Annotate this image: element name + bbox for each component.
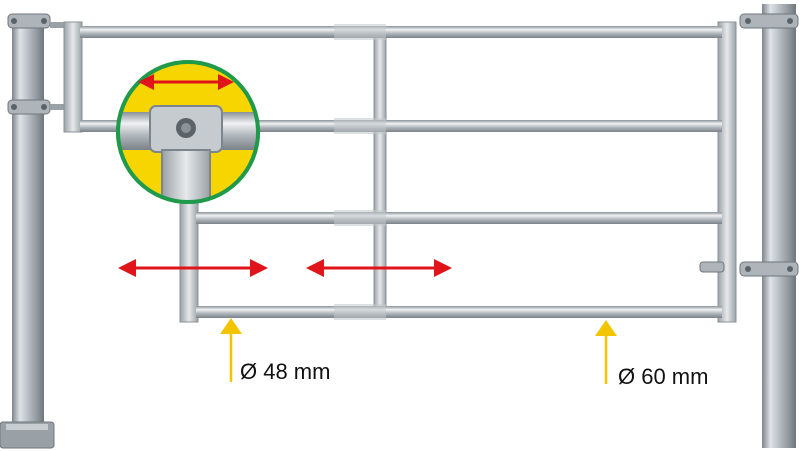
left-post	[0, 14, 55, 449]
measure-arrow-icon	[595, 320, 617, 384]
right-post	[762, 4, 796, 448]
post-clamps	[7, 13, 799, 277]
extend-arrow-icon	[118, 259, 268, 277]
measure-arrow-icon	[220, 318, 242, 382]
gate-frame	[63, 21, 737, 323]
small-diameter-label: Ø 48 mm	[240, 359, 331, 384]
detail-inset	[116, 60, 260, 204]
extend-arrow-icon	[138, 74, 234, 90]
extend-arrow-icon	[306, 259, 452, 277]
large-diameter-label: Ø 60 mm	[618, 364, 709, 389]
